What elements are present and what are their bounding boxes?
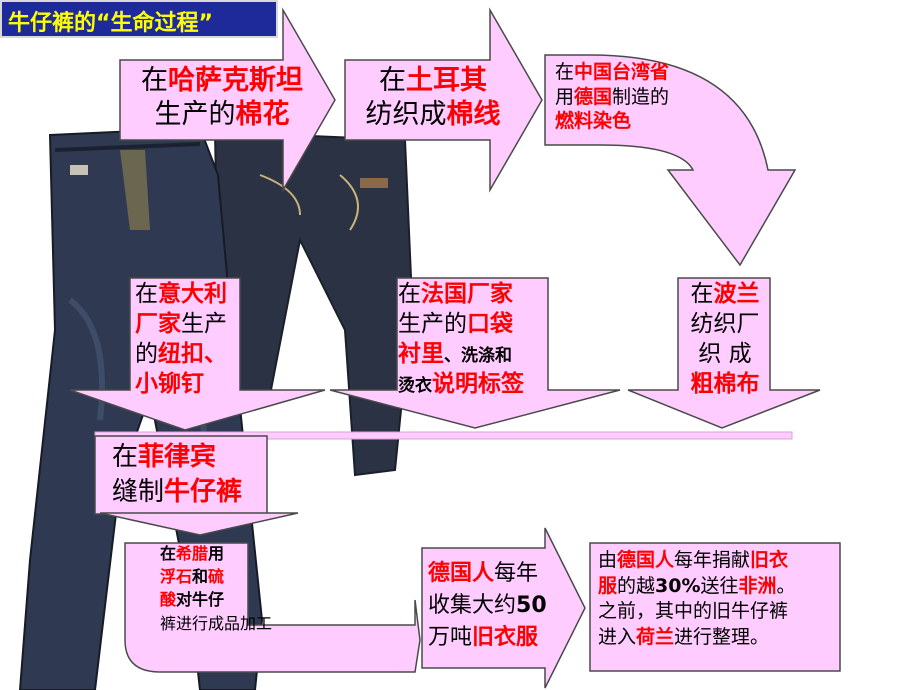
arrow-taiwan [544,54,797,267]
step-france: 在法国厂家 生产的口袋 衬里、洗涤和 烫衣说明标签 [398,281,524,397]
step-philippines: 在菲律宾 缝制牛仔裤 [112,442,243,508]
arrow-philippines-down [99,512,299,536]
arrow-turkey [344,7,543,193]
title-bar: 牛仔裤的“生命过程” [0,0,278,38]
arrow-greece [124,542,421,673]
step-italy: 在意大利 厂家生产 的纽扣、 小铆钉 [135,281,227,397]
arrow-poland [627,277,821,429]
arrow-germany [421,527,586,689]
arrow-kazakhstan [119,7,336,193]
step-poland: 在波兰 纺织厂 织 成 粗棉布 [690,281,760,397]
step-turkey: 在土耳其 纺织成棉线 [365,65,501,130]
step-africa: 由德国人每年捐献旧衣 服的越30%送往非洲。 之前，其中的旧牛仔裤 进入荷兰进行… [598,549,796,648]
step-germany: 德国人每年 收集大约50 万吨旧衣服 [428,561,547,650]
box-africa [589,542,841,672]
arrow-italy [69,277,326,431]
step-kazakhstan: 在哈萨克斯坦 生产的棉花 [141,65,303,130]
step-taiwan: 在中国台湾省 用德国制造的 燃料染色 [555,61,670,133]
arrow-france [329,277,621,429]
page-title: 牛仔裤的“生命过程” [8,11,213,36]
step-greece: 在希腊用 浮石和硫 酸对牛仔 裤进行成品加工 [160,544,273,633]
